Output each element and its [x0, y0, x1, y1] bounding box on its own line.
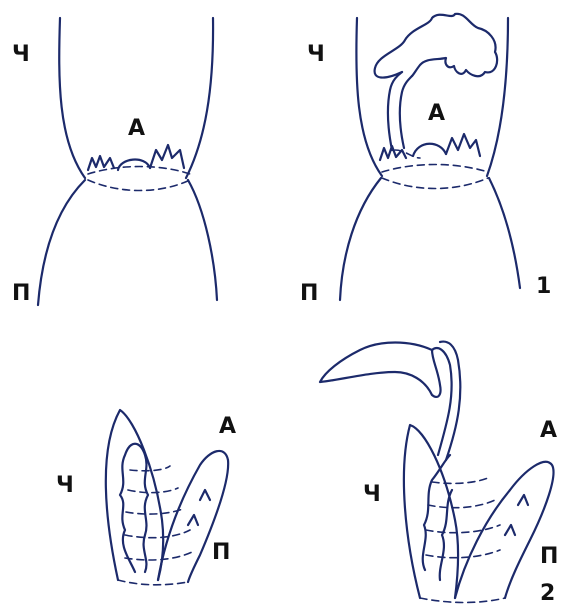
- folded-organ: [423, 455, 452, 580]
- inner-hook-2: [505, 525, 515, 535]
- base-dashed-line: [118, 580, 188, 585]
- inner-hook-1: [200, 490, 210, 500]
- sheath-outline: [106, 410, 163, 580]
- expanded-crown: [375, 14, 498, 78]
- panel-bottom-right: [320, 342, 553, 603]
- panel-top-left: [38, 18, 217, 305]
- label-p: П: [300, 283, 318, 305]
- label-p: П: [212, 542, 230, 564]
- joint-ring-front: [88, 180, 190, 191]
- rib-2: [128, 488, 178, 493]
- rib-5: [125, 552, 192, 560]
- folded-organ: [120, 444, 148, 572]
- label-a: А: [128, 118, 145, 140]
- rib-4: [426, 550, 500, 558]
- hooks-left: [88, 156, 114, 170]
- panel-top-right: [340, 14, 520, 300]
- label-p: П: [540, 546, 558, 568]
- hooks-left: [380, 146, 406, 160]
- label-ch: Ч: [12, 44, 30, 66]
- lower-segment-outline-left: [340, 178, 381, 300]
- upper-segment-outline-right: [186, 18, 213, 178]
- hooked-head: [320, 343, 441, 397]
- label-ch: Ч: [307, 44, 325, 66]
- upper-segment-outline-right: [487, 18, 508, 176]
- lower-segment-outline-right: [489, 178, 520, 288]
- label-a: А: [219, 416, 236, 438]
- hooks-right: [446, 134, 480, 156]
- rib-2: [428, 500, 495, 508]
- label-ch: Ч: [363, 484, 381, 506]
- inner-hook-1: [518, 495, 528, 505]
- lower-segment-outline-right: [188, 180, 217, 300]
- figure-number-1: 1: [536, 276, 551, 298]
- emerging-stalk-inner: [400, 76, 412, 148]
- inner-hook-2: [188, 515, 198, 525]
- label-a: А: [428, 103, 445, 125]
- upper-segment-outline-left: [59, 18, 85, 178]
- label-a: А: [540, 420, 557, 442]
- base-dashed-line: [420, 598, 505, 603]
- label-ch: Ч: [56, 475, 74, 497]
- rib-4: [125, 530, 190, 538]
- joint-ring-back: [382, 165, 488, 173]
- anther-dome: [118, 160, 150, 170]
- label-p: П: [12, 283, 30, 305]
- panel-bottom-left: [106, 410, 228, 585]
- hooks-right: [150, 145, 184, 168]
- joint-ring-front: [382, 178, 488, 189]
- lower-segment-outline-left: [38, 180, 85, 305]
- figure-number-2: 2: [540, 583, 555, 605]
- rib-3: [426, 525, 500, 533]
- anther-dome: [413, 144, 446, 156]
- rib-1: [432, 478, 488, 483]
- upper-segment-outline-left: [356, 18, 382, 176]
